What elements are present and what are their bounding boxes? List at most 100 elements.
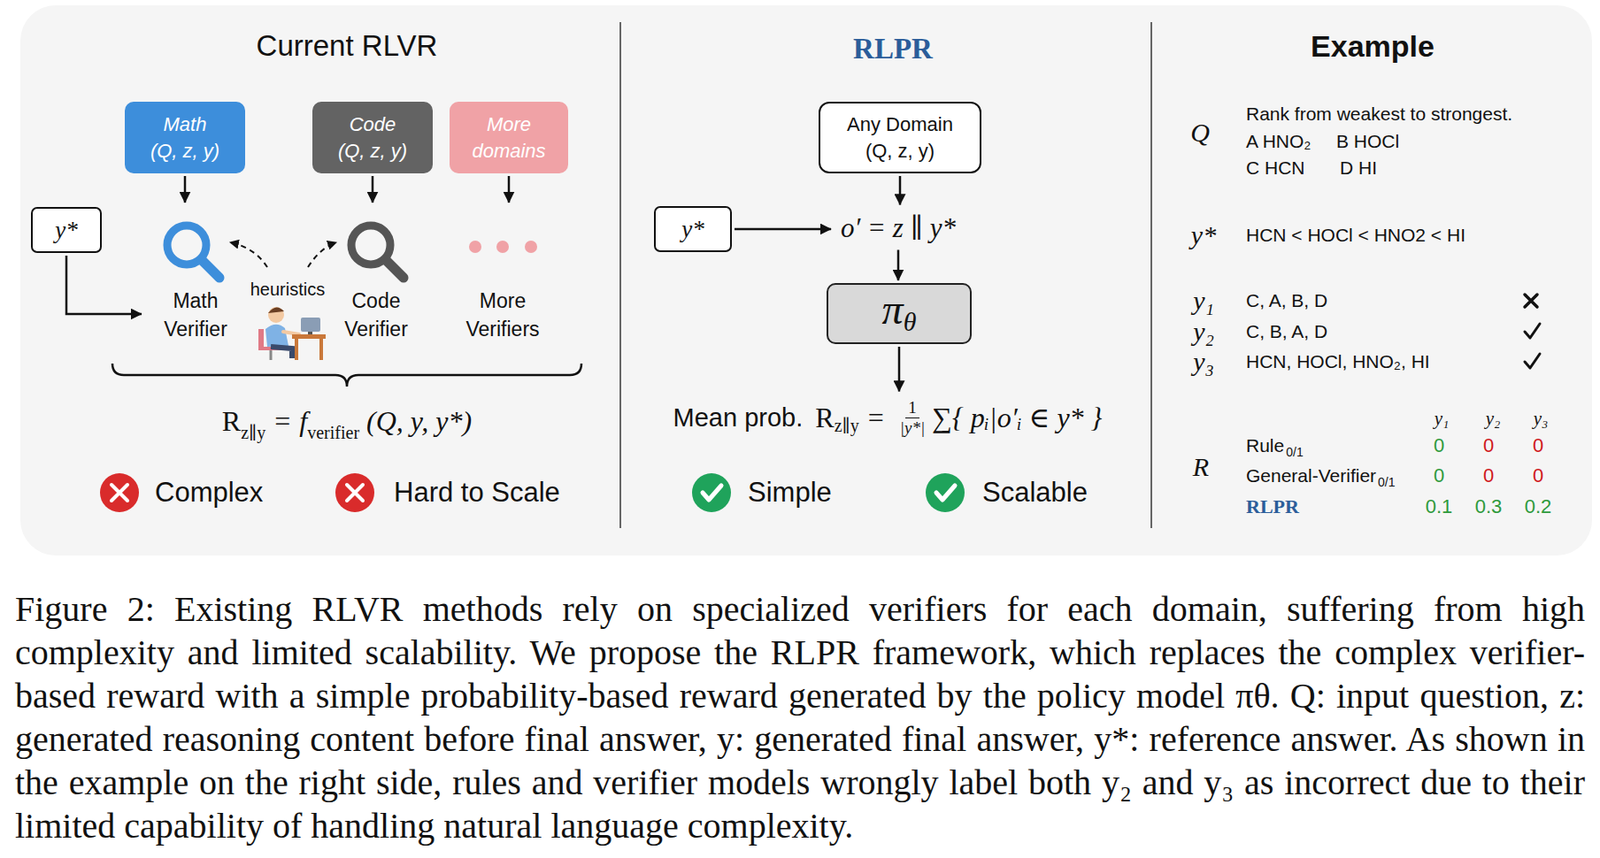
label-text: heuristics bbox=[250, 279, 325, 300]
panel-divider bbox=[1150, 22, 1153, 529]
label-text: Hard to Scale bbox=[393, 476, 561, 509]
label-text: y₁ bbox=[1192, 285, 1215, 316]
label-text: Simple bbox=[747, 476, 832, 509]
label-text: D HI bbox=[1339, 157, 1377, 179]
text-row: heuristics bbox=[250, 279, 325, 300]
label-text: 0 bbox=[1483, 434, 1494, 458]
person-legs bbox=[270, 346, 293, 359]
label-text: Rank from weakest to strongest. bbox=[1246, 103, 1513, 125]
text-row: 0 bbox=[1433, 434, 1445, 458]
text-row: y₂ bbox=[1485, 407, 1501, 431]
label-text: General-Verifier bbox=[1246, 465, 1377, 487]
label-text: 0 bbox=[1483, 464, 1494, 488]
node-text: y* bbox=[681, 215, 704, 244]
fraction: 1|y*| bbox=[900, 398, 925, 439]
person-illustration bbox=[258, 307, 326, 361]
text-row: 0 bbox=[1483, 464, 1494, 488]
label-text: (Q, y, y*) bbox=[366, 405, 472, 439]
desk-leg bbox=[319, 338, 324, 361]
cross-mark bbox=[111, 484, 128, 501]
text-row: B HOCl bbox=[1336, 130, 1400, 153]
node-text: R bbox=[815, 401, 834, 435]
label-text: y* bbox=[1191, 220, 1216, 251]
icon-circle bbox=[100, 473, 139, 513]
label-text: 0 bbox=[1532, 434, 1544, 458]
node-text: (Q, z, y) bbox=[150, 138, 220, 165]
label-text: 0/1 bbox=[1285, 445, 1303, 460]
label-text: 0 bbox=[1433, 464, 1445, 488]
label-text: C, A, B, D bbox=[1246, 290, 1328, 312]
desk-top bbox=[292, 334, 326, 339]
node-text: More Verifiers bbox=[451, 286, 554, 344]
heuristic-arrow bbox=[307, 242, 337, 268]
desk-leg bbox=[294, 338, 299, 361]
text-row: y₂ bbox=[1192, 316, 1215, 347]
label-text: Complex bbox=[154, 476, 263, 509]
node-text: Mean prob. bbox=[673, 403, 804, 433]
icon-circle bbox=[692, 473, 731, 513]
check-icon bbox=[925, 473, 965, 513]
cross-mark bbox=[346, 484, 363, 501]
text-row: 0 bbox=[1532, 464, 1544, 488]
check-mark bbox=[702, 485, 722, 500]
text-row: y₁ bbox=[1192, 285, 1215, 316]
node-text: (Q, z, y) bbox=[865, 138, 935, 165]
text-row: 0 bbox=[1483, 434, 1494, 458]
text-row: HCN, HOCl, HNO₂, HI bbox=[1246, 351, 1431, 373]
node-text: |y*| bbox=[900, 418, 925, 439]
label-text: R bbox=[1192, 452, 1209, 483]
flow-arrow bbox=[66, 255, 142, 315]
node-text: Code bbox=[349, 111, 397, 139]
text-row: y₃ bbox=[1192, 346, 1215, 377]
label-text: HCN, HOCl, HNO₂, HI bbox=[1246, 351, 1431, 373]
label-text: RLPR bbox=[1246, 495, 1300, 519]
text-row: General-Verifier0/1 bbox=[1246, 465, 1396, 487]
right-mark bbox=[1524, 353, 1540, 369]
label-text: Example bbox=[1310, 29, 1435, 64]
text-row: Rank from weakest to strongest. bbox=[1246, 103, 1513, 125]
label-text: B HOCl bbox=[1336, 130, 1400, 153]
label-text: verifier bbox=[307, 423, 360, 444]
flow-arrow bbox=[898, 346, 901, 393]
flow-arrow bbox=[371, 176, 375, 203]
text-row: Hard to Scale bbox=[393, 476, 561, 509]
text-row: HCN < HOCl < HNO2 < HI bbox=[1246, 224, 1466, 247]
label-text: y₃ bbox=[1192, 346, 1215, 377]
check-icon bbox=[692, 473, 731, 513]
label-text: 0/1 bbox=[1377, 475, 1395, 490]
domain-box: Math(Q, z, y) bbox=[124, 101, 246, 174]
text-row: R bbox=[1192, 452, 1209, 483]
label-text: Rule bbox=[1246, 435, 1285, 457]
text-row: D HI bbox=[1339, 157, 1377, 179]
node-text: (Q, z, y) bbox=[338, 138, 408, 165]
right-mark bbox=[1524, 323, 1540, 339]
label-text: 0 bbox=[1433, 434, 1445, 458]
ellipsis-dot bbox=[496, 240, 509, 254]
text-row: y* bbox=[1191, 220, 1216, 251]
node-text: Math bbox=[163, 111, 208, 139]
curly-brace bbox=[112, 363, 582, 387]
text-row: 0.1 bbox=[1425, 495, 1454, 519]
node-text: ∑{ pᵢ|o′ᵢ ∈ y* } bbox=[931, 400, 1102, 435]
text-row: Q bbox=[1190, 117, 1210, 148]
node-text: 1 bbox=[905, 398, 920, 419]
label-text: 0.3 bbox=[1475, 495, 1503, 519]
text-row: Example bbox=[1310, 29, 1435, 64]
ellipsis-dot bbox=[469, 240, 482, 254]
text-row: Rz∥y=fverifier(Q, y, y*) bbox=[222, 405, 472, 439]
text-row: 0.2 bbox=[1524, 495, 1553, 519]
label-text: Scalable bbox=[982, 476, 1088, 509]
domain-box: Any Domain(Q, z, y) bbox=[818, 101, 982, 174]
cross-icon bbox=[100, 473, 139, 513]
magnifier-handle bbox=[201, 260, 220, 278]
label-text: C HCN bbox=[1246, 157, 1306, 179]
text-row: RLPR bbox=[1246, 495, 1300, 519]
label-text: Q bbox=[1190, 117, 1210, 148]
label-text: z∥y bbox=[240, 422, 266, 444]
panel-background bbox=[20, 5, 1593, 556]
node-text: Math Verifier bbox=[144, 286, 247, 344]
label-text: 0 bbox=[1532, 464, 1544, 488]
label-text: y₁ bbox=[1434, 407, 1450, 431]
flow-arrow bbox=[184, 176, 187, 203]
label-text: A HNO₂ bbox=[1246, 130, 1312, 153]
